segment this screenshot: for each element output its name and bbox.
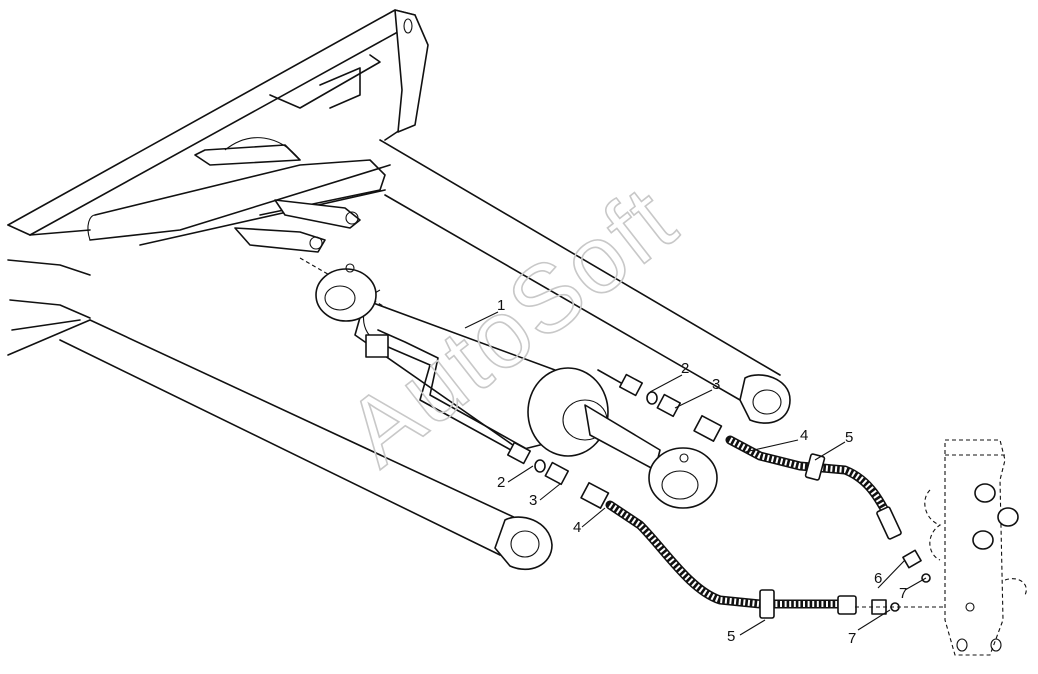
adapters-6-7: [855, 549, 945, 615]
callout-4-upper: 4: [800, 427, 808, 444]
hoses: [605, 435, 902, 619]
swivel-joint: [924, 439, 1027, 656]
callout-leaders: [464, 311, 927, 636]
upper-fittings: [618, 373, 723, 442]
callout-1: 1: [497, 297, 505, 314]
callout-7-upper: 7: [899, 585, 907, 602]
callout-5-lower: 5: [727, 628, 735, 645]
callout-2-lower: 2: [497, 474, 505, 491]
lower-fittings: [506, 441, 610, 509]
callout-5-upper: 5: [845, 429, 853, 446]
boom-frame: [7, 9, 791, 571]
callout-2-upper: 2: [681, 360, 689, 377]
callout-4-lower: 4: [573, 519, 581, 536]
callout-6: 6: [874, 570, 882, 587]
callout-3-upper: 3: [712, 376, 720, 393]
callouts: 1 2 3 4 5 2 3 4 6 7 7 5: [497, 297, 907, 647]
callout-3-lower: 3: [529, 492, 537, 509]
hydraulic-cylinder: [299, 257, 718, 509]
callout-7-lower: 7: [848, 630, 856, 647]
